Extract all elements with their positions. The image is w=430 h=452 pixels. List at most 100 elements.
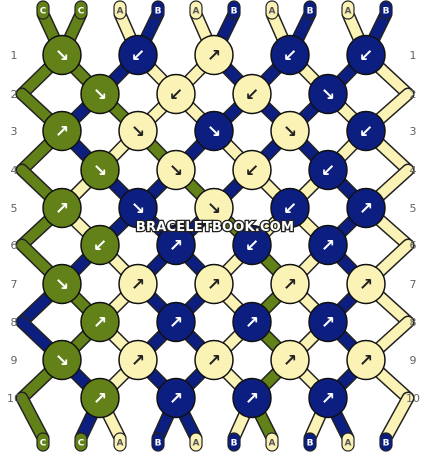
string-top-cap <box>113 0 127 20</box>
knot <box>156 73 196 115</box>
knot <box>308 149 348 191</box>
string-bottom-cap <box>379 432 393 452</box>
knot <box>346 263 386 305</box>
knot-arrow-icon: ↗ <box>207 351 221 371</box>
knot <box>42 110 82 152</box>
knot <box>270 263 310 305</box>
row-number-left: 8 <box>11 316 18 329</box>
knot-arrow-icon: ↗ <box>321 236 335 256</box>
knot-arrow-icon: ↘ <box>131 122 145 142</box>
string-bottom-cap <box>341 432 355 452</box>
knot-arrow-icon: ↗ <box>93 313 107 333</box>
knot <box>42 34 82 76</box>
knot-arrow-icon: ↗ <box>321 389 335 409</box>
string-bottom-cap <box>189 432 203 452</box>
string-bottom-cap <box>36 432 50 452</box>
string-bottom-label: B <box>231 439 238 449</box>
knot-arrow-icon: ↙ <box>359 46 373 66</box>
row-number-right: 9 <box>410 354 417 367</box>
knot <box>118 34 158 76</box>
knot <box>270 110 310 152</box>
knot <box>270 187 310 229</box>
knot <box>80 301 120 343</box>
knot-arrow-icon: ↗ <box>283 351 297 371</box>
string-bottom-label: A <box>193 439 200 449</box>
knot <box>156 224 196 266</box>
thread-strand <box>17 393 48 443</box>
knot <box>232 301 272 343</box>
knot <box>308 224 348 266</box>
knot <box>42 187 82 229</box>
string-top-cap <box>36 0 50 20</box>
string-top-label: C <box>78 7 85 17</box>
knot-arrow-icon: ↗ <box>283 275 297 295</box>
knot-arrow-icon: ↗ <box>169 313 183 333</box>
knot <box>42 339 82 381</box>
knot-arrow-icon: ↙ <box>169 85 183 105</box>
knot <box>118 110 158 152</box>
string-bottom-cap <box>113 432 127 452</box>
knot <box>308 377 348 419</box>
string-bottom-cap <box>74 432 88 452</box>
string-bottom-cap <box>265 432 279 452</box>
string-top-label: B <box>155 7 162 17</box>
row-number-left: 5 <box>11 202 18 215</box>
knot-arrow-icon: ↘ <box>55 351 69 371</box>
knot-arrow-icon: ↗ <box>93 389 107 409</box>
knot <box>156 301 196 343</box>
string-top-label: B <box>231 7 238 17</box>
string-top-label: A <box>269 7 276 17</box>
knot <box>80 377 120 419</box>
string-bottom-label: B <box>155 439 162 449</box>
knot <box>194 263 234 305</box>
knot <box>118 339 158 381</box>
string-top-cap <box>151 0 165 20</box>
knot <box>194 110 234 152</box>
knot-arrow-icon: ↗ <box>207 275 221 295</box>
knot <box>232 149 272 191</box>
knot <box>232 224 272 266</box>
string-top-cap <box>341 0 355 20</box>
knot-arrow-icon: ↙ <box>245 161 259 181</box>
knot-arrow-icon: ↙ <box>131 46 145 66</box>
row-number-right: 8 <box>410 316 417 329</box>
string-top-label: B <box>383 7 390 17</box>
string-top-label: A <box>345 7 352 17</box>
knot-arrow-icon: ↙ <box>245 85 259 105</box>
row-number-right: 6 <box>410 239 417 252</box>
knot-arrow-icon: ↘ <box>321 85 335 105</box>
knot <box>346 34 386 76</box>
knot <box>156 149 196 191</box>
knot <box>346 187 386 229</box>
knot <box>156 377 196 419</box>
knot <box>194 187 234 229</box>
row-number-left: 9 <box>11 354 18 367</box>
knot-arrow-icon: ↗ <box>169 236 183 256</box>
knot-arrow-icon: ↘ <box>169 161 183 181</box>
knot-arrow-icon: ↘ <box>131 199 145 219</box>
string-top-cap <box>227 0 241 20</box>
knot <box>80 149 120 191</box>
row-number-left: 10 <box>7 392 21 405</box>
knot <box>346 110 386 152</box>
string-bottom-label: B <box>307 439 314 449</box>
knot-arrow-icon: ↗ <box>245 313 259 333</box>
knot <box>232 73 272 115</box>
string-top-cap <box>74 0 88 20</box>
knot-arrow-icon: ↙ <box>321 161 335 181</box>
string-bottom-label: A <box>345 439 352 449</box>
knot-arrow-icon: ↘ <box>55 275 69 295</box>
string-bottom-label: A <box>269 439 276 449</box>
knot <box>80 224 120 266</box>
knot <box>42 263 82 305</box>
string-top-cap <box>303 0 317 20</box>
row-number-left: 2 <box>11 88 18 101</box>
string-bottom-label: B <box>383 439 390 449</box>
knot <box>270 34 310 76</box>
row-number-right: 10 <box>406 392 420 405</box>
row-number-right: 3 <box>410 125 417 138</box>
row-number-right: 7 <box>410 278 417 291</box>
knot-arrow-icon: ↗ <box>207 46 221 66</box>
